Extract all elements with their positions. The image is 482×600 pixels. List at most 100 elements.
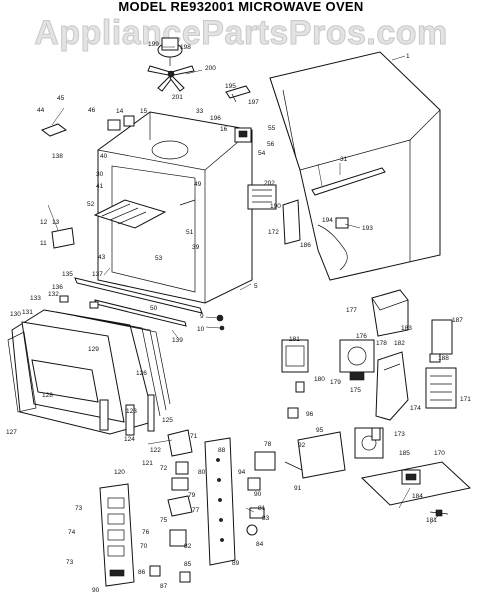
- callout-201: 201: [172, 94, 183, 101]
- callout-9: 9: [200, 313, 204, 320]
- watermark: AppliancePartsPros.com: [34, 14, 448, 53]
- leader-lines: [47, 46, 439, 525]
- callout-126: 126: [136, 370, 147, 377]
- callout-51: 51: [186, 229, 194, 236]
- callout-178: 178: [376, 340, 387, 347]
- callout-80: 80: [198, 469, 206, 476]
- oven-chassis: [97, 111, 253, 304]
- callout-44: 44: [37, 107, 45, 114]
- callout-188: 188: [438, 355, 449, 362]
- vent-grille: [247, 184, 277, 210]
- callout-90b: 90: [92, 587, 100, 594]
- magnetron: [339, 339, 375, 381]
- callout-182: 182: [394, 340, 405, 347]
- switch-assembly: [246, 451, 276, 536]
- callout-52: 52: [87, 201, 95, 208]
- callout-55: 55: [268, 125, 276, 132]
- callout-45: 45: [57, 95, 65, 102]
- duct-assembly: [375, 351, 409, 421]
- diode: [429, 509, 449, 517]
- callout-174: 174: [410, 405, 421, 412]
- callout-16: 16: [220, 126, 228, 133]
- callout-173: 173: [394, 431, 405, 438]
- door-assembly: [7, 309, 171, 435]
- callout-180: 180: [314, 376, 325, 383]
- callout-73a: 73: [75, 505, 83, 512]
- stirrer-fan-blade: [147, 65, 195, 92]
- callout-91: 91: [294, 485, 302, 492]
- callout-85: 85: [184, 561, 192, 568]
- callout-185: 185: [399, 450, 410, 457]
- callout-54: 54: [258, 150, 266, 157]
- relay-block: [281, 339, 309, 373]
- callout-94: 94: [238, 469, 246, 476]
- callout-128: 128: [42, 392, 53, 399]
- door-hinge-strips: [99, 394, 155, 436]
- stirrer-motor: [157, 37, 183, 66]
- callout-12: 12: [40, 219, 48, 226]
- magnetron-bracket: [371, 289, 409, 337]
- callout-175: 175: [350, 387, 361, 394]
- callout-136: 136: [52, 284, 63, 291]
- callout-43: 43: [98, 254, 106, 261]
- control-board: [204, 437, 236, 566]
- callout-122: 122: [150, 447, 161, 454]
- callout-132: 132: [48, 291, 59, 298]
- callout-181: 181: [289, 336, 300, 343]
- callout-74: 74: [68, 529, 76, 536]
- callout-92: 92: [298, 442, 306, 449]
- callout-177: 177: [346, 307, 357, 314]
- callout-53: 53: [155, 255, 163, 262]
- callout-139: 139: [172, 337, 183, 344]
- callout-89: 89: [232, 560, 240, 567]
- outer-case: [269, 51, 441, 281]
- callout-129: 129: [88, 346, 99, 353]
- callout-184: 184: [412, 493, 423, 500]
- callout-83: 83: [262, 515, 270, 522]
- side-bracket: [282, 199, 301, 245]
- callout-138: 138: [52, 153, 63, 160]
- callout-183: 183: [401, 325, 412, 332]
- callout-40: 40: [100, 153, 108, 160]
- callout-121: 121: [142, 460, 153, 467]
- callout-135: 135: [62, 271, 73, 278]
- callout-14: 14: [116, 108, 124, 115]
- callout-78: 78: [264, 441, 272, 448]
- transformer-bracket-plate: [284, 431, 346, 479]
- callout-33: 33: [196, 108, 204, 115]
- callout-96: 96: [306, 411, 314, 418]
- model-title: MODEL RE932001 MICROWAVE OVEN: [118, 0, 364, 14]
- callout-202: 202: [264, 180, 275, 187]
- latch-bracket: [40, 123, 75, 249]
- small-clip-136: [59, 295, 99, 309]
- callout-31: 31: [340, 156, 348, 163]
- callout-71: 71: [190, 433, 198, 440]
- callout-46: 46: [88, 107, 96, 114]
- callout-13: 13: [52, 219, 60, 226]
- callout-196: 196: [210, 115, 221, 122]
- callout-197: 197: [248, 99, 259, 106]
- part-callouts: 199 198 200 201 195 197 1 45 44 46 14 15…: [6, 41, 471, 594]
- oven-light-assembly: [234, 127, 252, 143]
- callout-187: 187: [452, 317, 463, 324]
- callout-10: 10: [197, 326, 205, 333]
- callout-15: 15: [140, 108, 148, 115]
- thermal-fuse: [287, 381, 305, 419]
- callout-77: 77: [192, 507, 200, 514]
- interlock-bracket: [149, 429, 193, 583]
- power-cord: [317, 217, 349, 271]
- callout-90: 90: [254, 491, 262, 498]
- callout-120: 120: [114, 469, 125, 476]
- callout-176: 176: [356, 333, 367, 340]
- door-switch: [371, 427, 381, 441]
- callout-50: 50: [150, 305, 158, 312]
- callout-130: 130: [10, 311, 21, 318]
- callout-170: 170: [434, 450, 445, 457]
- transformer: [425, 367, 457, 409]
- callout-88: 88: [218, 447, 226, 454]
- callout-79: 79: [188, 492, 196, 499]
- callout-195: 195: [225, 83, 236, 90]
- callout-131: 131: [22, 309, 33, 316]
- callout-199: 199: [148, 41, 159, 48]
